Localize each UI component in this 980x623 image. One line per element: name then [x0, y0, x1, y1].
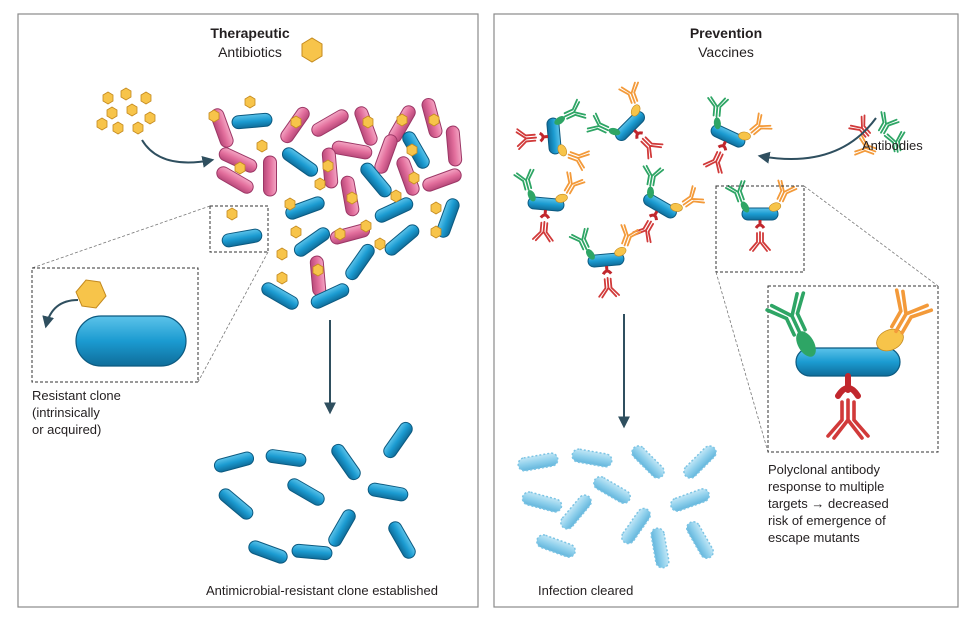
polyclonal-label-4: risk of emergence of [768, 513, 886, 528]
selection-box [209, 205, 269, 253]
polyclonal-label-2: response to multiple [768, 479, 884, 494]
free-antibodies [847, 110, 909, 162]
antibiotic-icon [301, 37, 323, 63]
resistant-clone-label-3: or acquired) [32, 422, 101, 437]
therapeutic-panel: Therapeutic Antibiotics [17, 13, 479, 608]
resistant-clone-label-1: Resistant clone [32, 388, 121, 403]
antibody-selection-box [715, 185, 805, 273]
resistant-clone-label-2: (intrinsically [32, 405, 100, 420]
prevention-panel: Prevention Vaccines Antibodies [493, 13, 959, 608]
antibodies-label: Antibodies [862, 138, 923, 153]
cleared-bacteria [516, 442, 720, 570]
bouncing-antibiotic [75, 279, 107, 309]
prevention-panel-border [493, 13, 959, 608]
zoomed-opsonized-bacterium [764, 286, 935, 440]
therapeutic-panel-border [17, 13, 479, 608]
resistant-bacterium [75, 315, 187, 367]
bacteria-population [208, 95, 464, 313]
therapeutic-title: Therapeutic [210, 25, 290, 41]
resistant-population [212, 419, 419, 566]
resistant-clone-zoom-box [31, 267, 199, 383]
curved-arrow-antibodies [757, 117, 877, 164]
curved-arrow-antibiotics [141, 139, 215, 168]
antibiotics-label: Antibiotics [218, 44, 282, 60]
vaccines-label: Vaccines [698, 44, 754, 60]
prevention-outcome: Infection cleared [538, 583, 633, 598]
opsonized-bacteria [508, 76, 796, 300]
polyclonal-label-3: targets → decreased [768, 496, 889, 511]
prevention-title: Prevention [690, 25, 762, 41]
therapeutic-outcome: Antimicrobial-resistant clone establishe… [206, 583, 438, 598]
polyclonal-label-5: escape mutants [768, 530, 860, 545]
antibody-zoom-box [767, 285, 939, 453]
polyclonal-label-1: Polyclonal antibody [768, 462, 881, 477]
antibiotic-cluster [96, 87, 156, 135]
deflect-arrow [42, 299, 79, 329]
